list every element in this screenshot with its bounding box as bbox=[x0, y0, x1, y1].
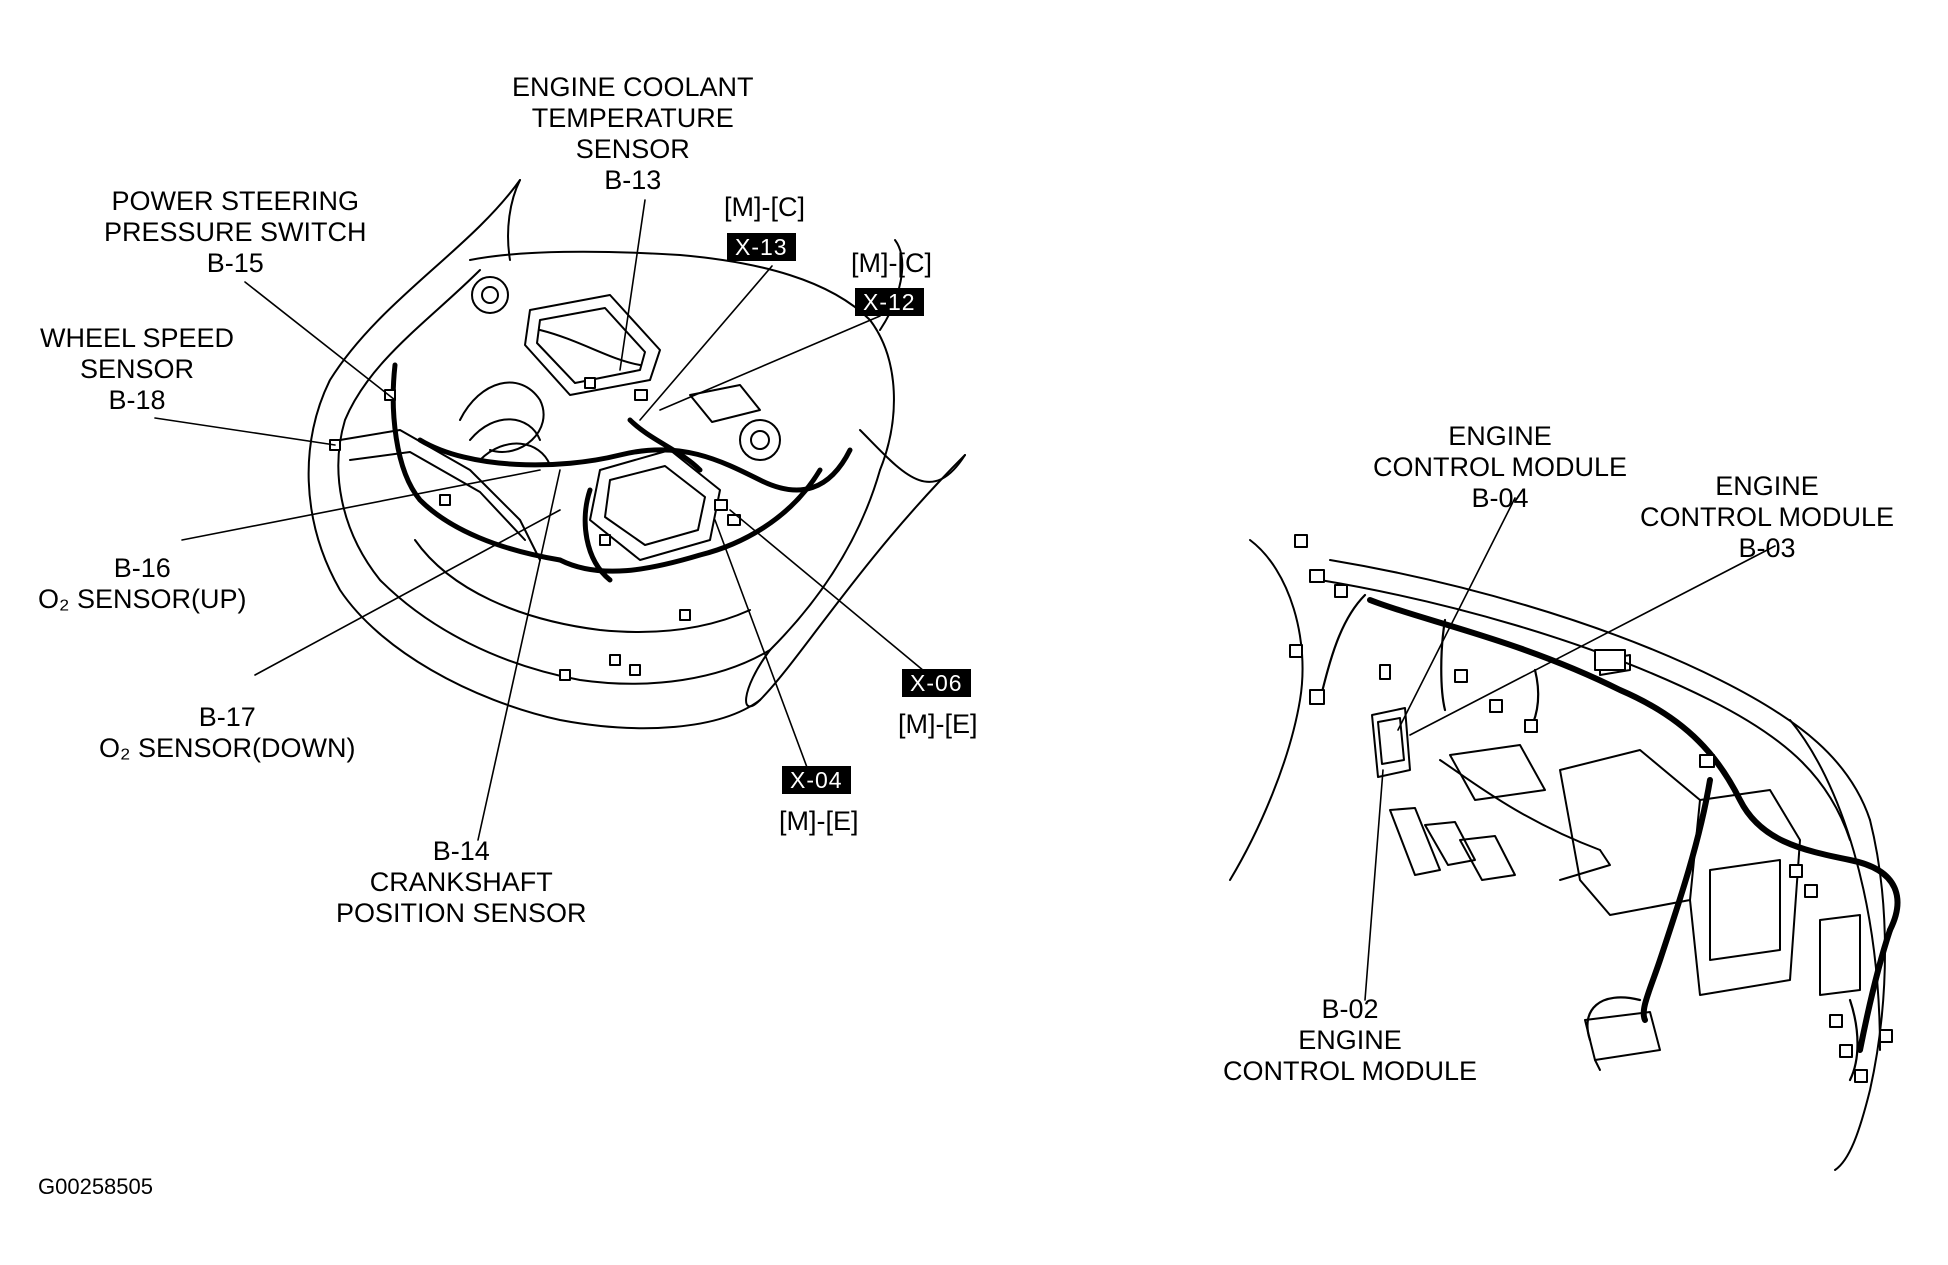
wss-line-3: B-18 bbox=[108, 385, 166, 415]
label-power-steering-pressure-switch: POWER STEERING PRESSURE SWITCH B-15 bbox=[104, 186, 367, 279]
x06-tag: X-06 bbox=[902, 669, 971, 697]
label-o2-sensor-up: B-16 O₂ SENSOR(UP) bbox=[38, 553, 247, 615]
engine-bay-drawing bbox=[307, 179, 966, 730]
engine-leader-lines bbox=[154, 199, 931, 841]
b03-line-3: B-03 bbox=[1738, 533, 1796, 563]
b02-line-2: ENGINE bbox=[1298, 1025, 1402, 1055]
o2up-line-1: B-16 bbox=[113, 553, 171, 583]
wss-line-2: SENSOR bbox=[80, 354, 195, 384]
dashboard-harness bbox=[1367, 597, 1901, 1053]
b02-line-3: CONTROL MODULE bbox=[1223, 1056, 1478, 1086]
ps-line-1: POWER STEERING bbox=[111, 186, 360, 216]
ect-line-3: SENSOR bbox=[575, 134, 690, 164]
dashboard-drawing bbox=[1229, 539, 1886, 1171]
crank-line-3: POSITION SENSOR bbox=[336, 898, 587, 928]
dashboard-connectors bbox=[1289, 534, 1893, 1083]
b03-line-2: CONTROL MODULE bbox=[1640, 502, 1895, 532]
dashboard-branch-wires bbox=[1318, 593, 1859, 1082]
b03-line-1: ENGINE bbox=[1715, 471, 1819, 501]
crank-line-1: B-14 bbox=[432, 836, 490, 866]
label-ecm-b03: ENGINE CONTROL MODULE B-03 bbox=[1640, 471, 1894, 564]
o2up-line-2: O₂ SENSOR(UP) bbox=[38, 584, 247, 614]
dashboard-leader-lines bbox=[1364, 497, 1776, 1001]
engine-connectors bbox=[329, 377, 741, 681]
label-ecm-b02: B-02 ENGINE CONTROL MODULE bbox=[1223, 994, 1477, 1087]
wss-line-1: WHEEL SPEED bbox=[40, 323, 235, 353]
o2down-line-1: B-17 bbox=[198, 702, 256, 732]
label-ecm-b04: ENGINE CONTROL MODULE B-04 bbox=[1373, 421, 1627, 514]
label-engine-coolant-temp-sensor: ENGINE COOLANT TEMPERATURE SENSOR B-13 bbox=[512, 72, 754, 196]
ect-line-4: B-13 bbox=[604, 165, 662, 195]
x13-code: [M]-[C] bbox=[724, 192, 805, 222]
x06-code: [M]-[E] bbox=[898, 709, 978, 739]
engine-harness bbox=[390, 362, 853, 583]
crank-line-2: CRANKSHAFT bbox=[369, 867, 553, 897]
b04-line-1: ENGINE bbox=[1448, 421, 1552, 451]
ect-line-1: ENGINE COOLANT bbox=[512, 72, 754, 102]
x12-code: [M]-[C] bbox=[851, 248, 932, 278]
label-o2-sensor-down: B-17 O₂ SENSOR(DOWN) bbox=[99, 702, 355, 764]
label-crankshaft-position-sensor: B-14 CRANKSHAFT POSITION SENSOR bbox=[336, 836, 587, 929]
b02-line-1: B-02 bbox=[1321, 994, 1379, 1024]
b04-line-3: B-04 bbox=[1471, 483, 1529, 513]
x04-code: [M]-[E] bbox=[779, 806, 859, 836]
figure-id: G00258505 bbox=[38, 1174, 153, 1199]
label-wheel-speed-sensor: WHEEL SPEED SENSOR B-18 bbox=[40, 323, 234, 416]
ps-line-2: PRESSURE SWITCH bbox=[104, 217, 367, 247]
b04-line-2: CONTROL MODULE bbox=[1373, 452, 1628, 482]
x12-tag: X-12 bbox=[855, 288, 924, 316]
ps-line-3: B-15 bbox=[206, 248, 264, 278]
x04-tag: X-04 bbox=[782, 766, 851, 794]
o2down-line-2: O₂ SENSOR(DOWN) bbox=[99, 733, 356, 763]
ect-line-2: TEMPERATURE bbox=[531, 103, 734, 133]
x13-tag: X-13 bbox=[727, 233, 796, 261]
